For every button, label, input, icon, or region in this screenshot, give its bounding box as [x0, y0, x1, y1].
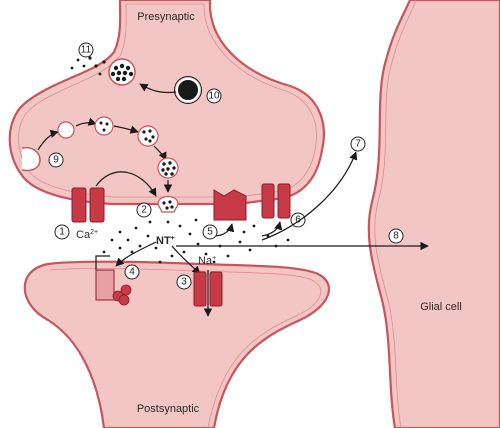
arrow-7-glial-uptake [261, 151, 358, 241]
calcium-channel [71, 187, 105, 223]
step-10-marker: 10 [206, 88, 222, 104]
step-4-marker: 4 [124, 264, 140, 280]
reuptake-transporter [213, 189, 247, 221]
arrow-10-to-11 [139, 83, 177, 94]
synaptic-cleft-nt-molecules [102, 218, 290, 264]
arrow-nt-to-enzyme [115, 241, 157, 267]
neurotransmitter-label: NT+ [156, 235, 175, 247]
svg-text:9: 9 [53, 155, 59, 166]
arrow-9-up [37, 129, 59, 151]
arrow-ca-to-fusion [95, 171, 157, 197]
empty-vesicle [57, 121, 75, 139]
svg-text:3: 3 [181, 277, 187, 288]
step-2-marker: 2 [136, 202, 152, 218]
step-9-marker: 9 [48, 152, 64, 168]
step-8-marker: 8 [388, 228, 404, 244]
endocytosis-pit [21, 146, 41, 172]
svg-text:2: 2 [141, 205, 147, 216]
step-5-marker: 5 [202, 224, 218, 240]
svg-text:7: 7 [355, 139, 361, 150]
glial-cell-label: Glial cell [420, 301, 462, 313]
svg-text:11: 11 [81, 45, 92, 56]
step-11-marker: 11 [78, 42, 94, 58]
postsynaptic-terminal [23, 260, 330, 428]
filling-vesicle-1 [94, 116, 114, 136]
nt-cluster-step-11 [70, 56, 134, 82]
filling-vesicle-2 [137, 125, 159, 147]
step-1-marker: 1 [54, 224, 70, 240]
glial-cell [367, 0, 500, 428]
presynaptic-terminal [8, 0, 325, 206]
endocytic-vesicle-pit [108, 58, 136, 86]
svg-text:5: 5 [207, 227, 213, 238]
step-3-marker: 3 [176, 274, 192, 290]
full-vesicle [157, 157, 179, 179]
postsynaptic-label: Postsynaptic [137, 403, 200, 415]
svg-text:8: 8 [393, 231, 399, 242]
svg-text:6: 6 [295, 215, 301, 226]
step-7-marker: 7 [350, 136, 366, 152]
arrow-vesicle-fill-1 [75, 117, 97, 127]
svg-text:4: 4 [129, 267, 135, 278]
svg-text:1: 1 [59, 227, 65, 238]
presynaptic-autoreceptor [261, 183, 291, 219]
svg-text:10: 10 [208, 91, 220, 102]
fusing-vesicle [157, 195, 179, 213]
postsynaptic-receptor-channel [193, 271, 223, 307]
degradation-enzyme [95, 255, 132, 306]
presynaptic-label: Presynaptic [137, 11, 195, 23]
dense-core-vesicle-ring [174, 76, 202, 104]
arrow-6-autoreceptor [261, 221, 283, 237]
arrow-vesicle-fill-2 [113, 125, 139, 134]
dense-core-vesicle [176, 78, 200, 102]
sodium-ion-label: Na+ [198, 255, 216, 267]
glial-membrane-inner [374, 0, 417, 428]
calcium-ion-label: Ca2+ [76, 229, 98, 241]
